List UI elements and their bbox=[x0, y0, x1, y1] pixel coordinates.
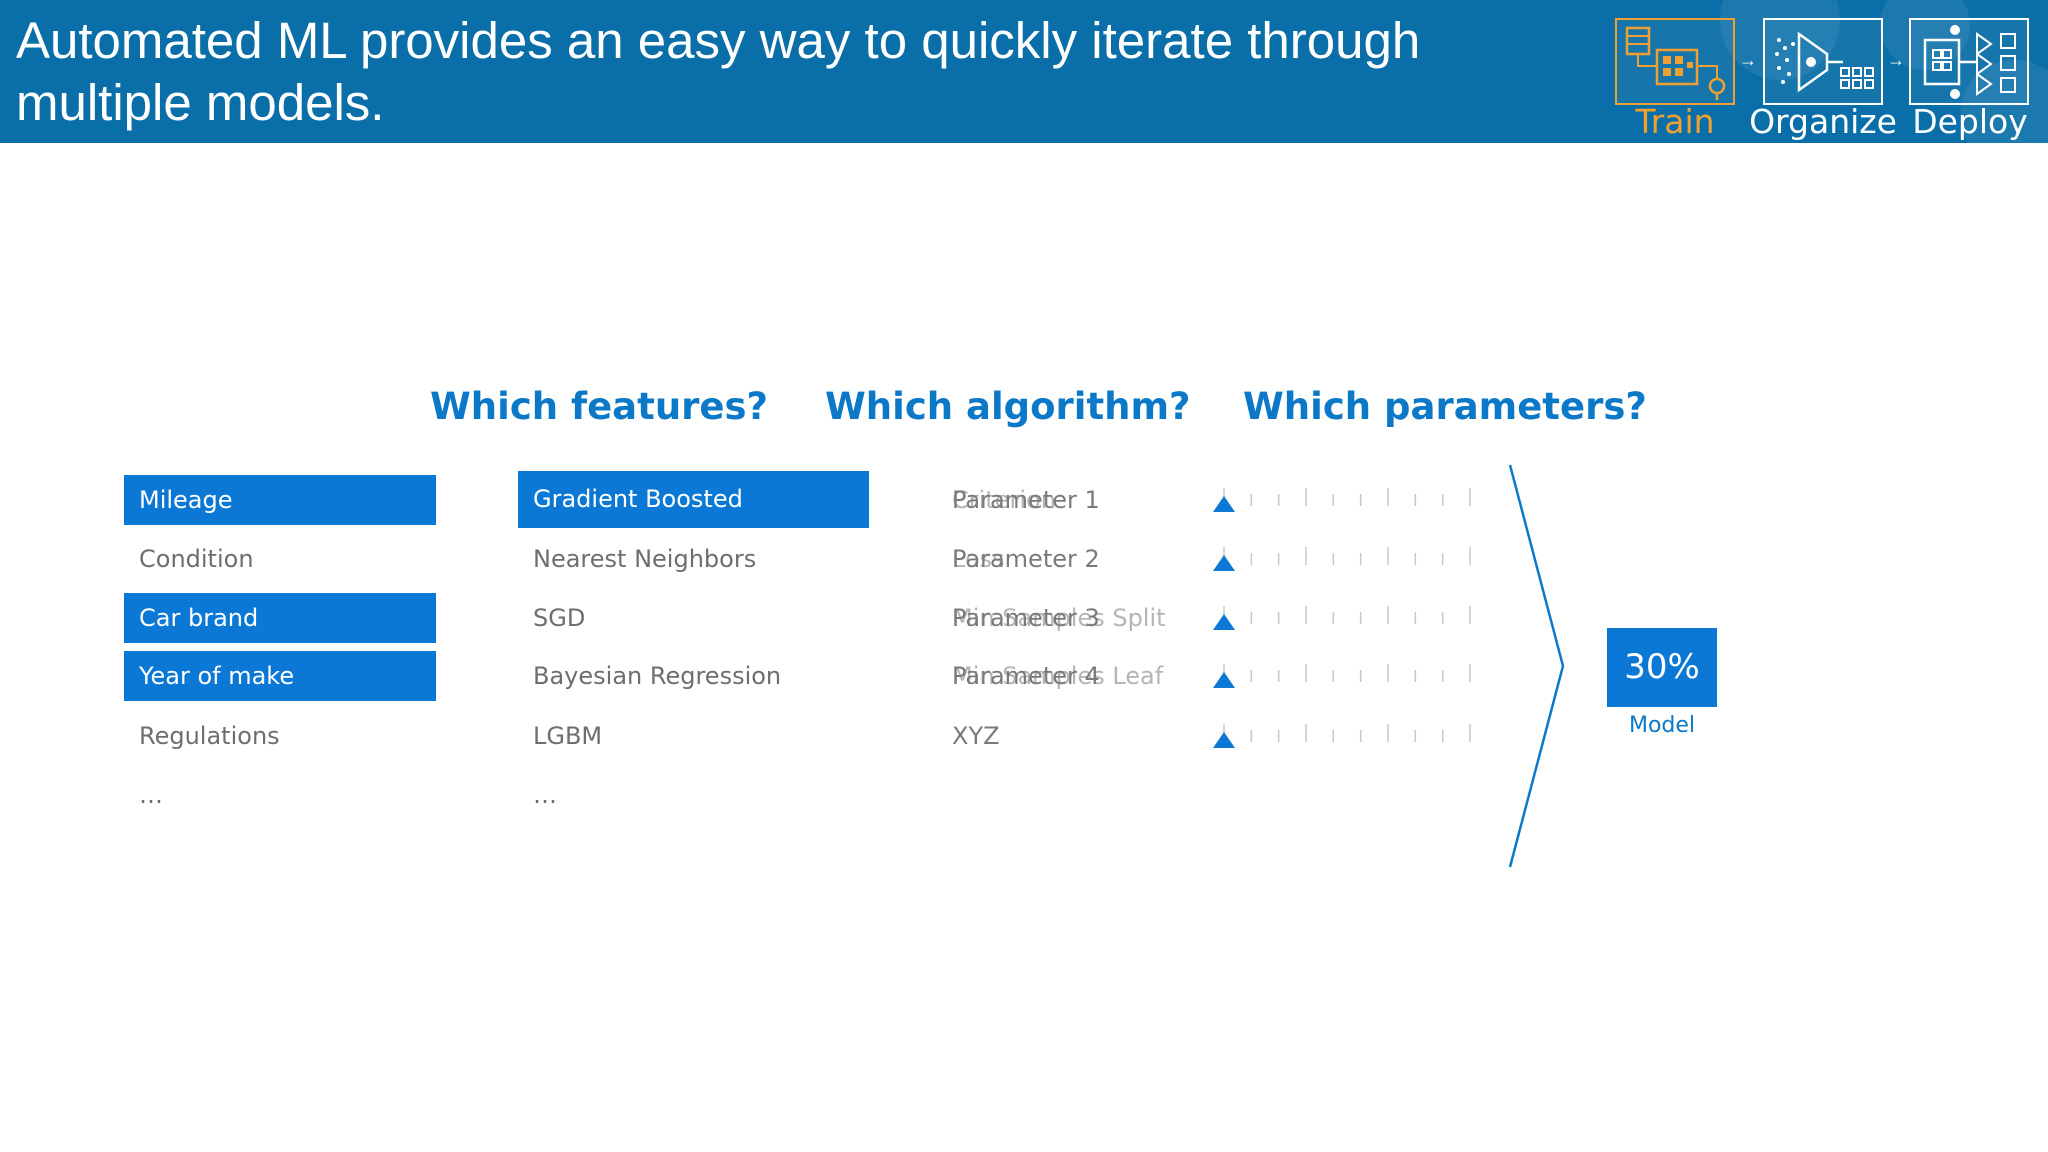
slider-thumb[interactable] bbox=[1213, 614, 1235, 630]
stage-deploy bbox=[1909, 18, 2029, 105]
parameter-label-3: Parameter 3 Min Samples Split bbox=[952, 593, 1166, 643]
slide-title: Automated ML provides an easy way to qui… bbox=[16, 12, 1421, 131]
features-heading: Which features? bbox=[430, 385, 769, 428]
feature-item-car-brand[interactable]: Car brand bbox=[124, 593, 436, 643]
parameter-slider-1[interactable] bbox=[1212, 480, 1472, 520]
algorithm-heading: Which algorithm? bbox=[825, 385, 1191, 428]
parameter-label-2: Parameter 2 Loss bbox=[952, 534, 1100, 584]
parameters-heading: Which parameters? bbox=[1243, 385, 1647, 428]
feature-item-year-of-make[interactable]: Year of make bbox=[124, 651, 436, 701]
slider-thumb[interactable] bbox=[1213, 496, 1235, 512]
algorithm-item-lgbm[interactable]: LGBM bbox=[533, 722, 603, 750]
parameter-name: Parameter 3 bbox=[952, 604, 1100, 632]
parameter-label-4: Parameter 4 Min Samples Leaf bbox=[952, 651, 1163, 701]
chevron-right-icon bbox=[1508, 464, 1565, 868]
parameter-slider-5[interactable] bbox=[1212, 716, 1472, 756]
slider-thumb[interactable] bbox=[1213, 672, 1235, 688]
parameter-slider-3[interactable] bbox=[1212, 598, 1472, 638]
parameter-name: Parameter 2 bbox=[952, 545, 1100, 573]
algorithm-item-more: … bbox=[533, 781, 557, 809]
feature-item-more: … bbox=[139, 781, 163, 809]
feature-item-regulations[interactable]: Regulations bbox=[139, 722, 280, 750]
stage-deploy-label: Deploy bbox=[1912, 102, 2028, 141]
slider-track bbox=[1213, 724, 1471, 748]
parameter-overlay-name: Min Samples Split bbox=[952, 604, 1166, 632]
slider-track bbox=[1213, 488, 1471, 512]
slider-thumb[interactable] bbox=[1213, 555, 1235, 571]
slider-thumb[interactable] bbox=[1213, 732, 1235, 748]
organize-icon bbox=[1775, 31, 1874, 93]
parameter-slider-2[interactable] bbox=[1212, 539, 1472, 579]
feature-item-condition[interactable]: Condition bbox=[139, 545, 254, 573]
parameter-label-5: XYZ bbox=[952, 711, 1000, 761]
parameter-overlay-name: Criterion bbox=[952, 486, 1056, 514]
parameter-name: XYZ bbox=[952, 722, 1000, 750]
deploy-icon bbox=[1923, 25, 2016, 99]
train-icon bbox=[1625, 26, 1726, 100]
slider-track bbox=[1213, 606, 1471, 630]
slider-track bbox=[1213, 547, 1471, 571]
parameter-name: Parameter 4 bbox=[952, 662, 1100, 690]
result-accuracy: 30% bbox=[1607, 628, 1717, 707]
parameter-overlay-name: Loss bbox=[952, 545, 1005, 573]
parameter-label-1: Parameter 1 Criterion bbox=[952, 475, 1100, 525]
parameter-overlay-name: Min Samples Leaf bbox=[952, 662, 1164, 690]
algorithm-item-bayesian-regression[interactable]: Bayesian Regression bbox=[533, 662, 782, 690]
algorithm-item-nearest-neighbors[interactable]: Nearest Neighbors bbox=[533, 545, 757, 573]
arrow-right-icon: → bbox=[1887, 50, 1905, 70]
slider-track bbox=[1213, 664, 1471, 688]
stage-organize bbox=[1763, 18, 1883, 105]
stage-organize-label: Organize bbox=[1749, 102, 1897, 141]
parameter-name: Parameter 1 bbox=[952, 486, 1100, 514]
stage-train-label: Train bbox=[1635, 102, 1715, 141]
slide-header: Automated ML provides an easy way to qui… bbox=[0, 0, 2048, 143]
algorithm-item-gradient-boosted[interactable]: Gradient Boosted bbox=[518, 471, 869, 528]
arrow-right-icon: → bbox=[1739, 50, 1757, 70]
feature-item-mileage[interactable]: Mileage bbox=[124, 475, 436, 525]
stage-train bbox=[1615, 18, 1735, 105]
result-label: Model bbox=[1628, 713, 1696, 738]
algorithm-item-sgd[interactable]: SGD bbox=[533, 604, 586, 632]
parameter-slider-4[interactable] bbox=[1212, 656, 1472, 696]
